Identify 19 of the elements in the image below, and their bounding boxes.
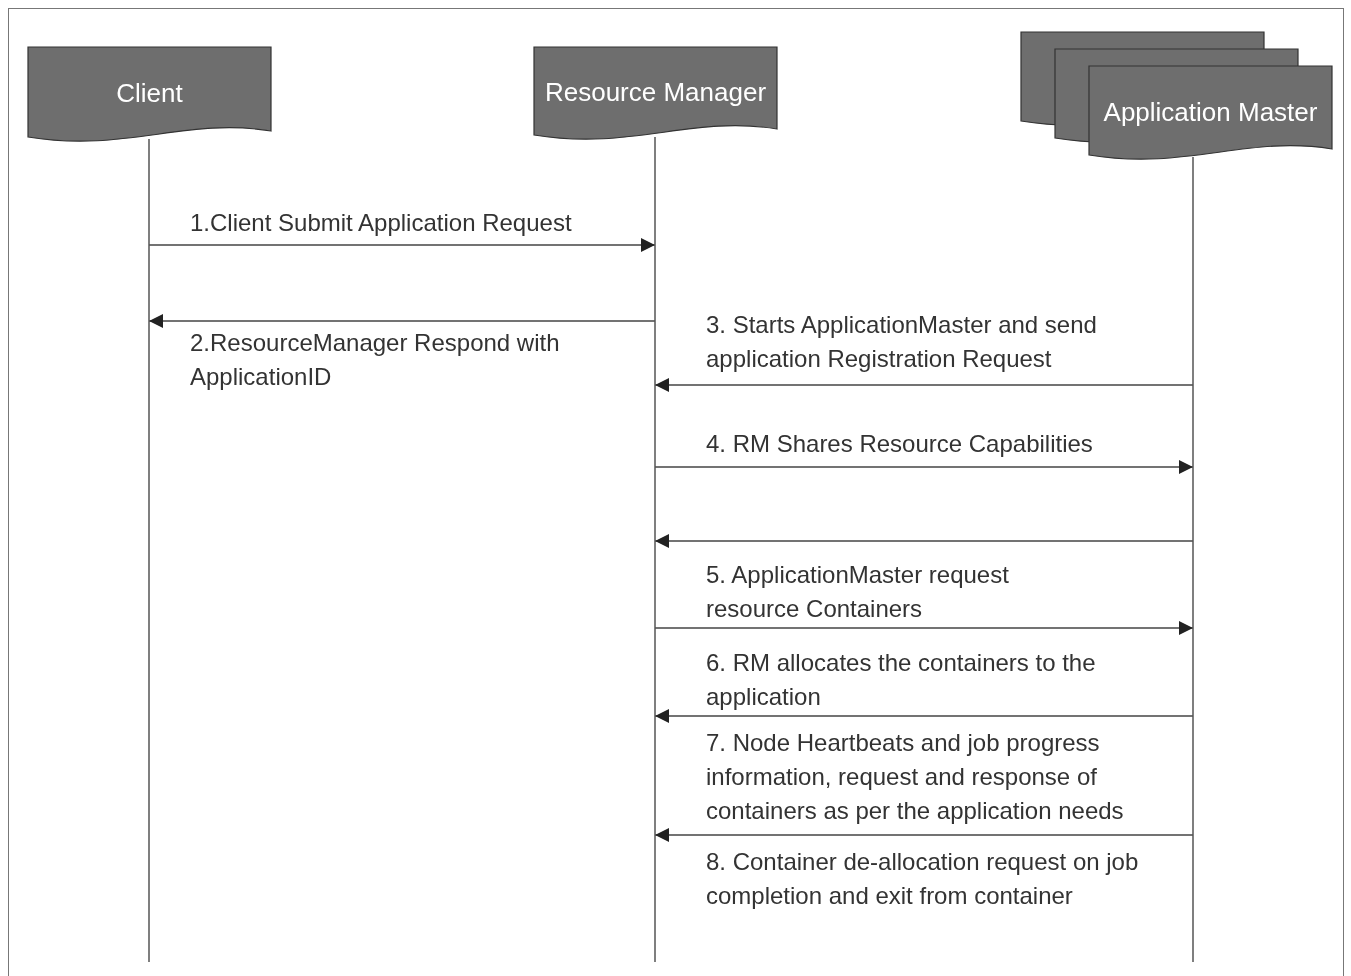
message-label: 4. RM Shares Resource Capabilities [706, 429, 1094, 459]
participant-name: Resource Manager [544, 76, 767, 108]
message-label: 5. ApplicationMaster request resource Containers [706, 560, 1010, 624]
message-arrow [654, 534, 1194, 548]
message-label: 2.ResourceManager Respond with ApplicationID [190, 328, 561, 392]
participant-name: Client [116, 77, 183, 109]
message-arrow [654, 378, 1194, 392]
message-arrow [654, 460, 1194, 474]
message-label: 3. Starts ApplicationMaster and send application Registration Request [706, 310, 1098, 374]
message-label: 1.Client Submit Application Request [190, 208, 573, 238]
message-arrow [654, 828, 1194, 842]
message-arrow [148, 238, 656, 252]
message-label: 8. Container de-allocation request on job completion and exit from container [706, 847, 1140, 911]
participant-name: Application Master [1103, 96, 1318, 128]
message-arrow [654, 621, 1194, 635]
message-label: 6. RM allocates the containers to the application [706, 648, 1097, 712]
message-arrow [148, 314, 656, 328]
message-label: 7. Node Heartbeats and job progress information, request and response of containers as per the application needs [706, 728, 1125, 826]
message-arrow [654, 709, 1194, 723]
